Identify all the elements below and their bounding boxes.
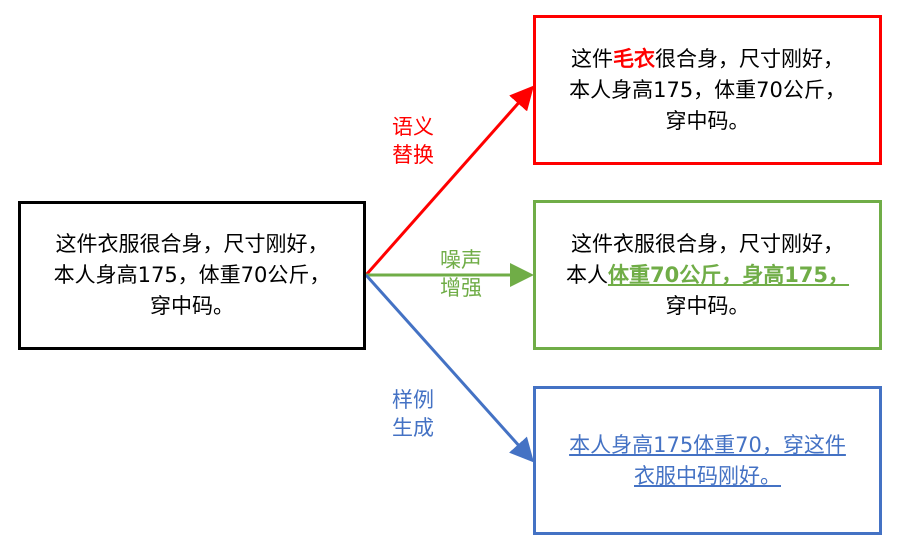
- result-line: 穿中码。: [665, 108, 750, 133]
- result-line: 衣服中码刚好。: [634, 463, 781, 488]
- result-line: 穿中码。: [665, 293, 750, 318]
- semantic-replacement-box: 这件毛衣很合身，尺寸刚好， 本人身高175，体重70公斤， 穿中码。: [533, 15, 882, 165]
- label-line: 替换: [392, 143, 434, 167]
- noise-augmentation-label: 噪声 增强: [440, 246, 482, 302]
- label-line: 样例: [392, 388, 434, 412]
- swapped-phrase: 体重70公斤，身高175，: [607, 262, 850, 287]
- text: 这件: [571, 46, 613, 71]
- label-line: 生成: [392, 416, 434, 440]
- result-line: 本人身高175，体重70公斤，: [569, 77, 846, 102]
- result-line: 本人体重70公斤，身高175，: [566, 260, 849, 291]
- label-line: 增强: [440, 276, 482, 300]
- result-line: 本人身高175体重70，穿这件: [569, 432, 846, 457]
- result-line: 这件毛衣很合身，尺寸刚好，: [569, 44, 846, 75]
- source-sentence-box: 这件衣服很合身，尺寸刚好， 本人身高175，体重70公斤， 穿中码。: [18, 201, 366, 350]
- replaced-word: 毛衣: [613, 46, 655, 71]
- source-line: 穿中码。: [150, 294, 234, 318]
- example-generation-label: 样例 生成: [392, 386, 434, 442]
- text: 本人: [565, 262, 608, 287]
- result-line: 这件衣服很合身，尺寸刚好，: [571, 231, 844, 256]
- label-line: 噪声: [440, 248, 482, 272]
- source-line: 这件衣服很合身，尺寸刚好，: [55, 232, 329, 256]
- example-generation-box: 本人身高175体重70，穿这件 衣服中码刚好。: [533, 386, 882, 535]
- text: 很合身，尺寸刚好，: [655, 46, 844, 71]
- source-line: 本人身高175，体重70公斤，: [53, 263, 331, 287]
- label-line: 语义: [392, 115, 434, 139]
- noise-augmentation-box: 这件衣服很合身，尺寸刚好， 本人体重70公斤，身高175， 穿中码。: [533, 200, 882, 350]
- semantic-replacement-label: 语义 替换: [392, 113, 434, 169]
- arrow-example-generation: [364, 273, 535, 463]
- arrow-semantic-replacement: [364, 85, 534, 276]
